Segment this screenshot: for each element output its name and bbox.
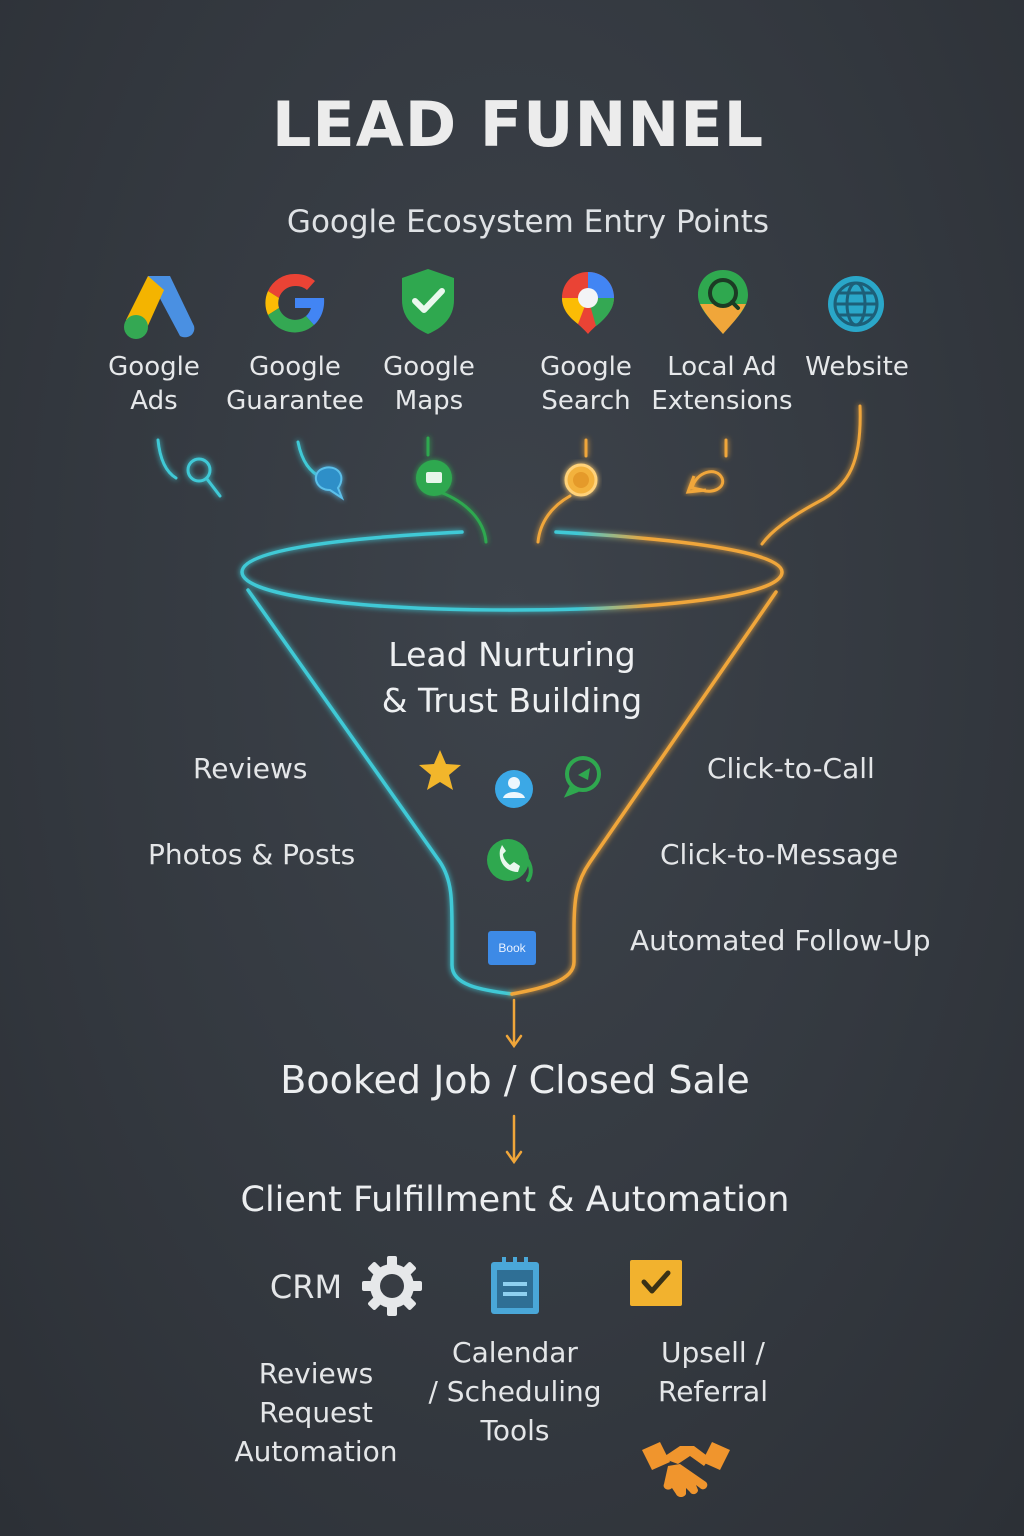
- tool-label-line: Upsell /: [661, 1336, 765, 1369]
- source-label-line1: Website: [805, 352, 909, 382]
- reviews-request-label: Reviews Request Automation: [234, 1354, 397, 1471]
- label-automated-follow-up: Automated Follow-Up: [630, 924, 931, 957]
- source-label-local-ad-extensions: Local Ad Extensions: [651, 350, 792, 418]
- source-label-google-search: Google Search: [540, 350, 632, 418]
- fulfillment-title: Client Fulfillment & Automation: [240, 1180, 790, 1220]
- label-photos-posts: Photos & Posts: [148, 838, 356, 871]
- source-label-google-maps: Google Maps: [383, 350, 475, 418]
- funnel-title-line2: & Trust Building: [381, 681, 643, 720]
- tool-label-line: Referral: [658, 1375, 768, 1408]
- google-ads-icon: [124, 276, 195, 339]
- upsell-referral-label: Upsell / Referral: [658, 1333, 768, 1411]
- star-icon: [419, 750, 461, 790]
- tool-label-line: Request: [259, 1396, 373, 1429]
- label-click-to-call: Click-to-Call: [707, 752, 875, 785]
- calendar-clipboard-icon: [491, 1257, 539, 1314]
- label-click-to-message: Click-to-Message: [660, 838, 899, 871]
- entry-points-subtitle: Google Ecosystem Entry Points: [286, 204, 770, 240]
- source-label-line2: Ads: [130, 386, 178, 416]
- message-node-icon: [416, 460, 452, 496]
- source-label-line2: Maps: [394, 386, 464, 416]
- source-label-google-ads: Google Ads: [108, 350, 200, 418]
- book-button[interactable]: Book: [488, 931, 536, 965]
- arrow-down-icon: [505, 998, 523, 1049]
- funnel-right-wall: [510, 590, 778, 996]
- search-node-icon: [564, 463, 598, 497]
- arrow-down-icon-2: [505, 1114, 523, 1165]
- location-search-icon: [698, 270, 748, 334]
- map-pin-icon: [562, 272, 614, 334]
- phone-call-icon: [487, 839, 533, 882]
- source-label-line1: Google: [540, 352, 632, 382]
- source-connectors: [156, 404, 862, 546]
- handshake-icon: [642, 1442, 730, 1497]
- source-label-website: Website: [805, 350, 909, 384]
- source-label-line2: Guarantee: [226, 386, 364, 416]
- source-label-line1: Local Ad: [667, 352, 777, 382]
- funnel-left-wall: [246, 588, 514, 996]
- google-g-icon: [265, 273, 325, 333]
- magnifier-small-icon: [186, 457, 222, 498]
- label-reviews: Reviews: [193, 752, 308, 785]
- tool-label-line: Tools: [480, 1414, 550, 1447]
- tool-label-line: Automation: [234, 1435, 398, 1468]
- gear-icon: [362, 1256, 422, 1316]
- page-title: LEAD FUNNEL: [271, 88, 765, 161]
- source-label-line1: Google: [249, 352, 341, 382]
- shield-check-icon: [402, 269, 454, 334]
- source-label-line2: Search: [541, 386, 631, 416]
- source-label-line2: Extensions: [651, 386, 793, 416]
- user-profile-icon: [495, 770, 533, 808]
- globe-icon: [828, 276, 884, 332]
- source-label-line1: Google: [108, 352, 200, 382]
- chat-bubble-icon: [563, 756, 601, 798]
- booked-job-label: Booked Job / Closed Sale: [280, 1058, 750, 1102]
- checkbox-icon: [630, 1260, 682, 1306]
- funnel-rim: [240, 530, 784, 612]
- tool-label-line: / Scheduling: [428, 1375, 602, 1408]
- crm-label: CRM: [269, 1268, 343, 1306]
- funnel-stage-title: Lead Nurturing & Trust Building: [382, 632, 643, 724]
- tool-label-line: Reviews: [258, 1357, 374, 1390]
- calendar-scheduling-label: Calendar / Scheduling Tools: [428, 1333, 601, 1450]
- source-label-line1: Google: [383, 352, 475, 382]
- pin-orange-small-icon: [685, 470, 725, 494]
- funnel-title-line1: Lead Nurturing: [388, 635, 636, 674]
- source-label-google-guarantee: Google Guarantee: [226, 350, 364, 418]
- tool-label-line: Calendar: [452, 1336, 578, 1369]
- pin-small-icon: [314, 466, 345, 501]
